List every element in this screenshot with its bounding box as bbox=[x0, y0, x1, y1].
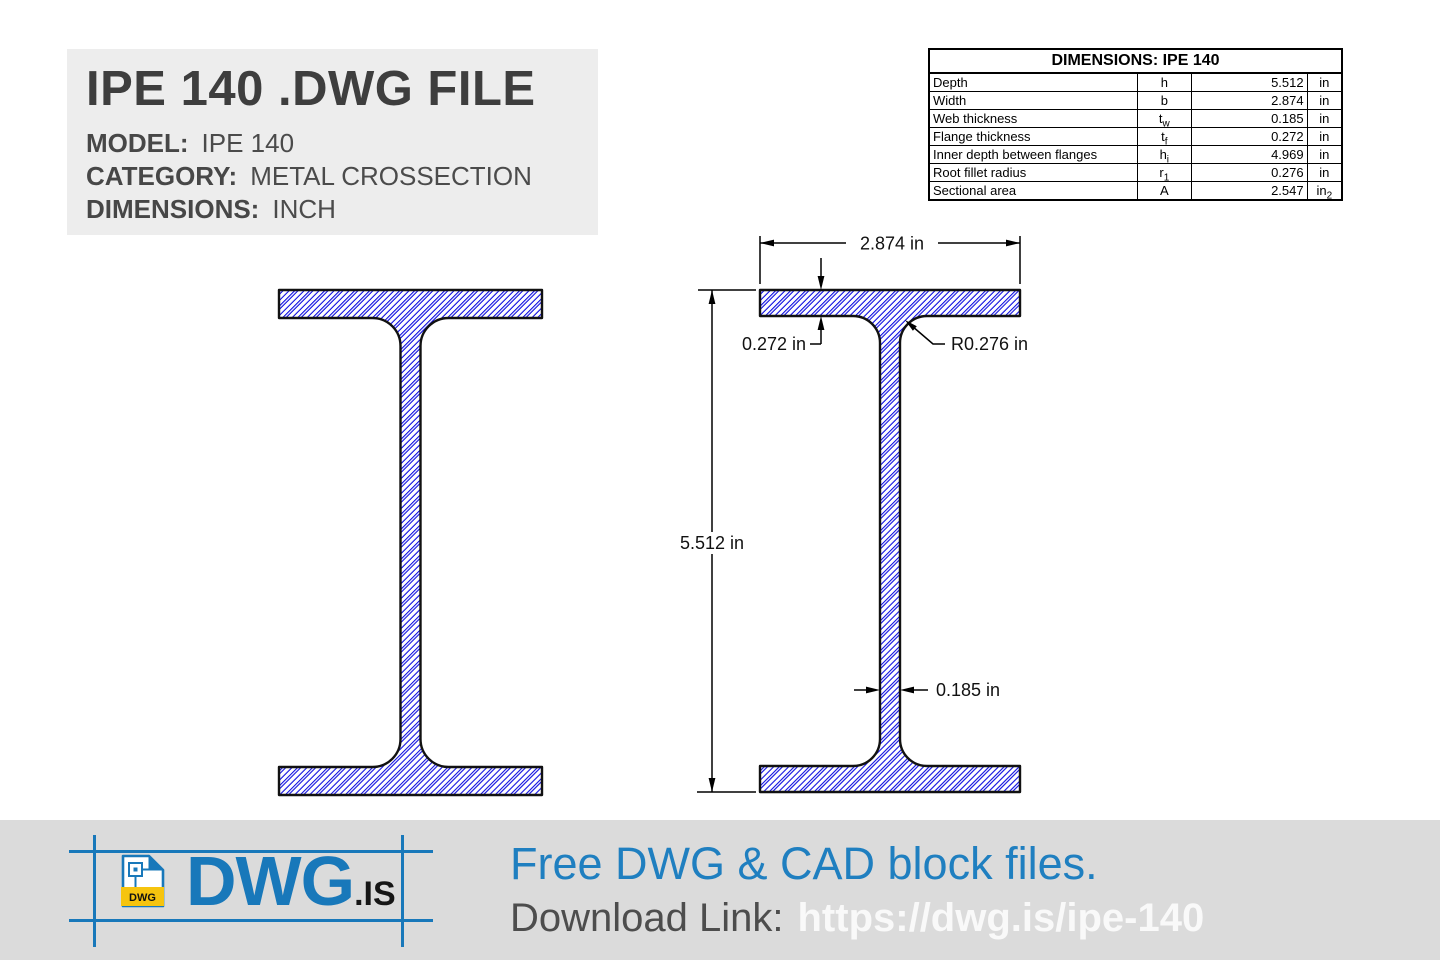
logo-frame-line-bottom bbox=[69, 919, 433, 922]
footer bbox=[0, 820, 1440, 960]
logo-frame-line-right bbox=[401, 835, 404, 947]
download-url[interactable]: https://dwg.is/ipe-140 bbox=[797, 896, 1205, 940]
table-row: Sectional area A 2.547 in2 bbox=[928, 181, 1343, 201]
meta-dimensions: DIMENSIONS:INCH bbox=[86, 193, 336, 224]
width-dimension-label: 2.874 in bbox=[860, 234, 924, 254]
table-row: Depth h 5.512 in bbox=[928, 72, 1343, 92]
meta-category: CATEGORY:METAL CROSSECTION bbox=[86, 160, 532, 191]
brand-logo: DWG.IS bbox=[186, 846, 396, 916]
flange-thickness-label: 0.272 in bbox=[742, 334, 806, 354]
title-block: IPE 140 .DWG FILE MODEL:IPE 140 CATEGORY… bbox=[67, 49, 598, 235]
beam-hatch bbox=[277, 288, 544, 797]
ipe-crossection-plain bbox=[277, 288, 544, 797]
model-meta: MODEL:IPE 140 CATEGORY:METAL CROSSECTION… bbox=[86, 127, 598, 226]
beam-hatch bbox=[758, 288, 1022, 794]
root-radius-leader bbox=[905, 320, 945, 345]
depth-dimension-label: 5.512 in bbox=[680, 533, 744, 553]
dwg-badge-label: DWG bbox=[129, 892, 156, 904]
table-row: Flange thickness tf 0.272 in bbox=[928, 127, 1343, 147]
footer-headline: Free DWG & CAD block files. bbox=[510, 838, 1098, 889]
depth-dimension bbox=[697, 289, 756, 793]
dimensions-table: DIMENSIONS: IPE 140 Depth h 5.512 in Wid… bbox=[928, 48, 1343, 201]
dimensions-table-wrap: DIMENSIONS: IPE 140 Depth h 5.512 in Wid… bbox=[928, 48, 1343, 201]
page-title: IPE 140 .DWG FILE bbox=[86, 62, 536, 116]
web-thickness-dimension bbox=[854, 686, 928, 694]
ipe-crossection-dimensioned: 2.874 in 0.272 in R0.276 in 5.512 in 0.1… bbox=[680, 234, 1028, 794]
download-row: Download Link: https://dwg.is/ipe-140 bbox=[510, 898, 1204, 938]
table-row: Width b 2.874 in bbox=[928, 91, 1343, 110]
dwg-file-icon: DWG bbox=[121, 854, 165, 908]
meta-model: MODEL:IPE 140 bbox=[86, 127, 295, 158]
download-label: Download Link: bbox=[510, 896, 784, 940]
root-radius-label: R0.276 in bbox=[951, 334, 1028, 354]
brand-name: DWG bbox=[186, 842, 355, 920]
width-dimension bbox=[759, 236, 1021, 284]
logo-frame-line-top bbox=[69, 850, 433, 853]
table-row: Root fillet radius r1 0.276 in bbox=[928, 163, 1343, 183]
table-title: DIMENSIONS: IPE 140 bbox=[928, 48, 1343, 74]
logo-frame-line-left bbox=[93, 835, 96, 947]
table-row: Web thickness tw 0.185 in bbox=[928, 109, 1343, 129]
web-thickness-label: 0.185 in bbox=[936, 680, 1000, 700]
flange-thickness-dimension bbox=[810, 258, 825, 345]
brand-tld: .IS bbox=[354, 875, 396, 913]
table-row: Inner depth between flanges hi 4.969 in bbox=[928, 145, 1343, 165]
